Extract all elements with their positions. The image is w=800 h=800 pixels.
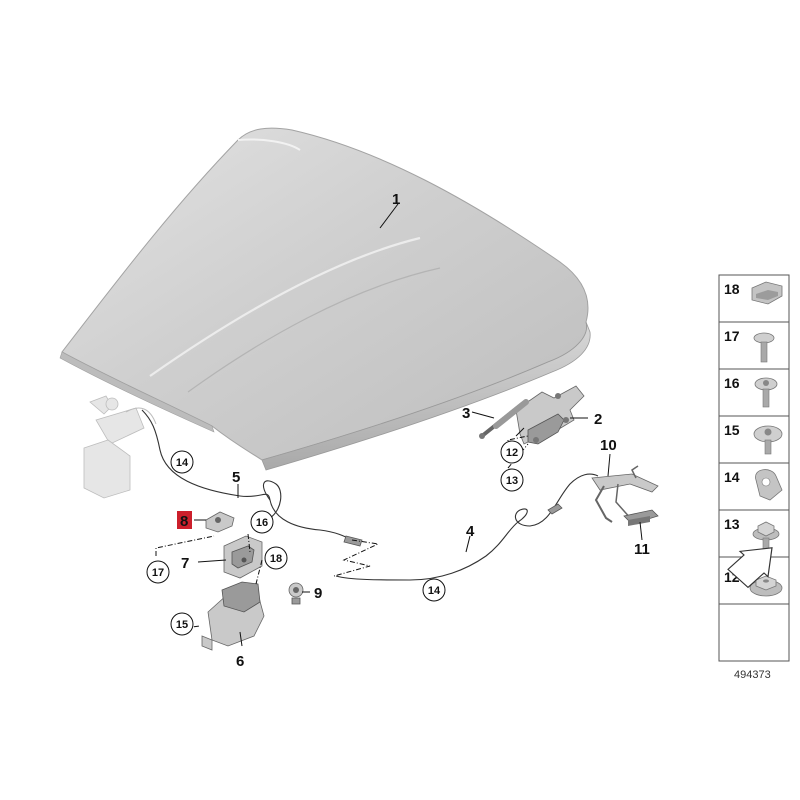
- svg-text:17: 17: [724, 328, 740, 344]
- svg-text:14: 14: [428, 585, 441, 597]
- svg-text:14: 14: [724, 469, 740, 485]
- circled-callout-14-right: 14: [422, 578, 446, 602]
- lock-bracket[interactable]: [201, 581, 265, 651]
- hex-bolt-with-washer-icon: [752, 521, 780, 553]
- legend-row-14: 14: [724, 469, 783, 501]
- svg-text:13: 13: [506, 475, 518, 487]
- clip-nut-icon: [751, 281, 783, 305]
- legend-row-12: 12: [724, 569, 783, 597]
- cable-clip-icon: [755, 469, 783, 501]
- circled-callout-15: 15: [170, 612, 194, 636]
- callout-1: 1: [392, 191, 400, 208]
- legend-row-17: 17: [724, 328, 775, 363]
- svg-text:17: 17: [152, 567, 164, 579]
- svg-text:18: 18: [724, 281, 740, 297]
- gas-strut[interactable]: [479, 399, 529, 439]
- svg-text:12: 12: [506, 447, 518, 459]
- torx-screw-icon: [754, 377, 778, 408]
- callout-6: 6: [236, 653, 244, 670]
- ghost-lock-assembly: [83, 395, 157, 499]
- circled-callout-13: 13: [500, 468, 524, 492]
- svg-text:15: 15: [176, 619, 188, 631]
- circled-callout-16: 16: [250, 510, 274, 534]
- release-cable-rear[interactable]: [141, 409, 353, 541]
- hood-hinge[interactable]: [515, 385, 585, 445]
- diagram-number: 494373: [734, 669, 771, 681]
- legend-row-16: 16: [724, 375, 778, 408]
- hood[interactable]: [59, 127, 591, 471]
- svg-text:18: 18: [270, 553, 282, 565]
- flange-screw-icon: [753, 425, 783, 455]
- legend-row-18: 18: [724, 281, 783, 305]
- screw-icon: [753, 332, 775, 363]
- callout-8: 8: [180, 513, 188, 530]
- highlighted-callout-8[interactable]: 8: [177, 511, 192, 530]
- release-cables: [141, 409, 599, 581]
- arrow-icon: [727, 547, 773, 589]
- hex-nut-icon: [749, 575, 783, 597]
- hood-lock[interactable]: [223, 535, 263, 579]
- callout-4: 4: [466, 523, 475, 540]
- legend-row-13: 13: [724, 516, 780, 553]
- callout-10: 10: [600, 437, 617, 454]
- callout-3: 3: [462, 405, 470, 422]
- callout-11: 11: [634, 541, 650, 558]
- callout-5: 5: [232, 469, 240, 486]
- circled-callout-12: 12: [500, 440, 524, 464]
- cable-holder[interactable]: [591, 465, 659, 523]
- circled-callout-18: 18: [264, 546, 288, 570]
- svg-text:16: 16: [256, 517, 268, 529]
- release-handle[interactable]: [623, 509, 659, 526]
- callout-9: 9: [314, 585, 322, 602]
- svg-text:16: 16: [724, 375, 740, 391]
- callout-7: 7: [181, 555, 189, 572]
- release-cable-front[interactable]: [335, 473, 599, 581]
- stop-buffer[interactable]: [288, 582, 304, 605]
- fastener-legend: 18 17 16 15: [718, 274, 790, 662]
- circled-callout-17: 17: [146, 560, 170, 584]
- circled-callout-14-left: 14: [170, 450, 194, 474]
- hood-lock-part-8[interactable]: [205, 511, 235, 533]
- svg-text:15: 15: [724, 422, 740, 438]
- svg-text:13: 13: [724, 516, 740, 532]
- callout-2: 2: [594, 411, 602, 428]
- legend-row-15: 15: [724, 422, 783, 455]
- svg-text:14: 14: [176, 457, 189, 469]
